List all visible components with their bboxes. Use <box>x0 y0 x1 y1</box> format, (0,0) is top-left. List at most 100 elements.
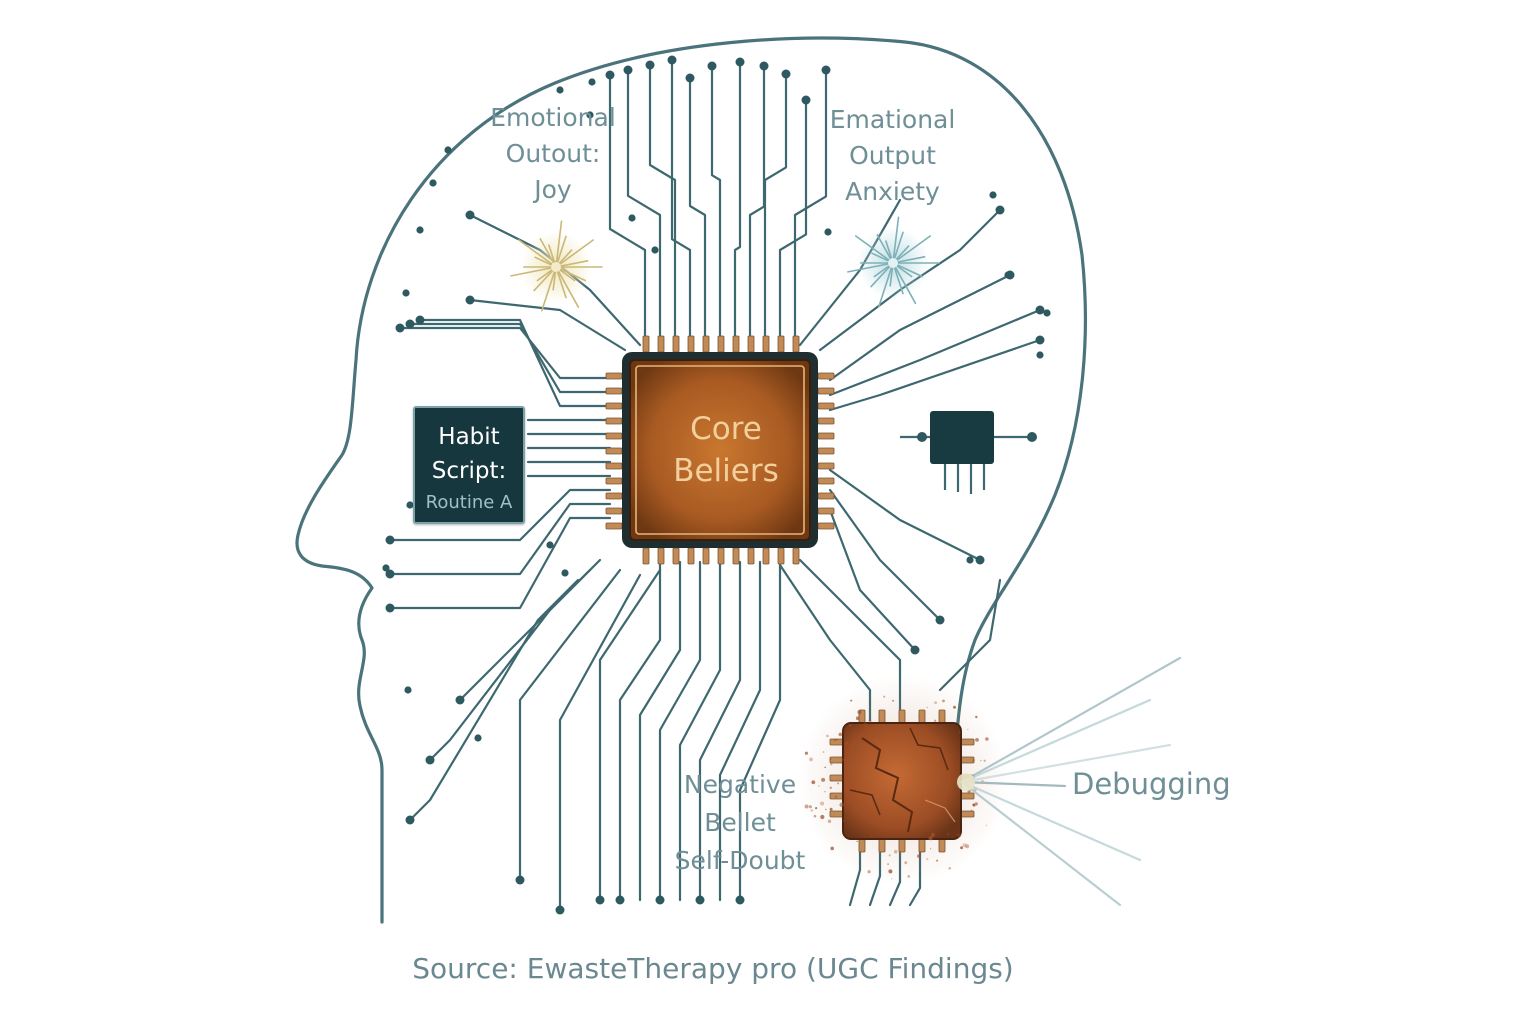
circuit-node <box>695 895 705 905</box>
dust-speck <box>827 819 832 823</box>
beam-ray <box>960 656 1182 784</box>
debugging-beam <box>957 656 1182 907</box>
circuit-trace <box>778 98 808 342</box>
circuit-node <box>759 61 769 71</box>
circuit-node <box>910 645 920 655</box>
habit-routine: Routine A <box>425 492 513 513</box>
circuit-trace <box>408 322 612 394</box>
chip-pin <box>605 372 623 380</box>
chip-pin <box>858 837 866 853</box>
dust-speck <box>815 807 818 810</box>
circuit-node <box>975 555 985 565</box>
spark-ray <box>892 235 932 264</box>
dust-speck <box>842 819 845 822</box>
circuit-node <box>515 875 525 885</box>
chip-pin <box>959 756 975 764</box>
dust-speck <box>830 846 834 851</box>
circuit-trace <box>418 318 612 408</box>
dust-speck <box>867 870 871 874</box>
spark-ray <box>892 262 924 278</box>
head-outline <box>295 36 1087 924</box>
circuit-node <box>995 205 1005 215</box>
spark-ray <box>892 262 904 295</box>
chip-pin <box>717 335 725 353</box>
dust-speck <box>830 763 833 766</box>
dust-speck <box>856 840 858 843</box>
chip-pin <box>817 492 835 500</box>
dust-speck <box>926 706 928 709</box>
dust-speck <box>888 854 891 857</box>
circuit-node <box>382 564 390 572</box>
circuit-node <box>546 541 554 549</box>
dust-speck <box>934 719 937 722</box>
dust-speck <box>948 867 951 870</box>
circuit-node <box>735 57 745 67</box>
beam-ray <box>960 698 1152 784</box>
spark-ray <box>876 234 894 264</box>
debugging-label: Debugging <box>1072 767 1231 801</box>
dust-speck <box>957 833 962 838</box>
dust-speck <box>870 835 873 837</box>
dust-speck <box>970 809 973 812</box>
chip-pin <box>642 547 650 565</box>
chip-pin <box>792 547 800 565</box>
circuit-trace <box>648 63 677 342</box>
circuit-node <box>628 214 636 222</box>
anxiety-label-line-3: Anxiety <box>845 177 940 206</box>
circuit-node <box>1036 351 1044 359</box>
chip-pin <box>605 387 623 395</box>
dust-speck <box>892 699 895 702</box>
chip-pin <box>792 335 800 353</box>
circuit-trace <box>818 208 1002 352</box>
circuit-node <box>555 905 565 915</box>
circuit-node <box>465 295 475 305</box>
circuit-node <box>402 289 410 297</box>
dust-speck <box>855 716 860 720</box>
dust-speck <box>854 733 857 737</box>
circuit-trace <box>828 488 942 622</box>
chip-pin <box>817 387 835 395</box>
dust-speck <box>962 843 967 848</box>
circuit-trace <box>710 64 722 342</box>
chip-pin <box>605 417 623 425</box>
circuit-trace <box>828 468 982 562</box>
dust-speck <box>936 859 939 862</box>
chip-pin <box>672 335 680 353</box>
beam-ray <box>960 743 1172 784</box>
dust-speck <box>953 705 956 709</box>
dust-speck <box>826 734 829 738</box>
circuit-node <box>605 70 615 80</box>
chip-pin <box>817 402 835 410</box>
chip-pin <box>605 447 623 455</box>
dust-speck <box>804 804 809 809</box>
dust-speck <box>844 741 849 745</box>
spark-ray <box>892 216 900 264</box>
chip-pin <box>817 417 835 425</box>
emotional-output-anxiety-label: Emational Output Anxiety <box>810 102 975 210</box>
chip-pin <box>747 547 755 565</box>
dust-speck <box>841 758 844 762</box>
circuit-trace <box>670 58 692 342</box>
chip-pin <box>817 522 835 530</box>
joy-label-line-2: Outout: <box>505 139 601 168</box>
habit-title-line-1: Habit <box>438 424 500 450</box>
chip-pin <box>717 547 725 565</box>
dust-speck <box>824 766 826 769</box>
circuit-node <box>781 69 791 79</box>
spark-ray <box>870 262 894 288</box>
dust-speck <box>883 695 886 698</box>
dust-speck <box>837 782 840 785</box>
circuit-node <box>966 556 974 564</box>
dust-speck <box>824 791 826 793</box>
circuit-node <box>385 603 395 613</box>
dust-speck <box>849 724 852 727</box>
circuit-trace <box>828 273 1012 382</box>
spark-ray <box>539 238 557 268</box>
chip-pin <box>747 335 755 353</box>
circuit-node <box>801 95 811 105</box>
circuit-trace <box>763 72 788 342</box>
circuit-trace <box>658 560 702 902</box>
chip-pin <box>817 477 835 485</box>
